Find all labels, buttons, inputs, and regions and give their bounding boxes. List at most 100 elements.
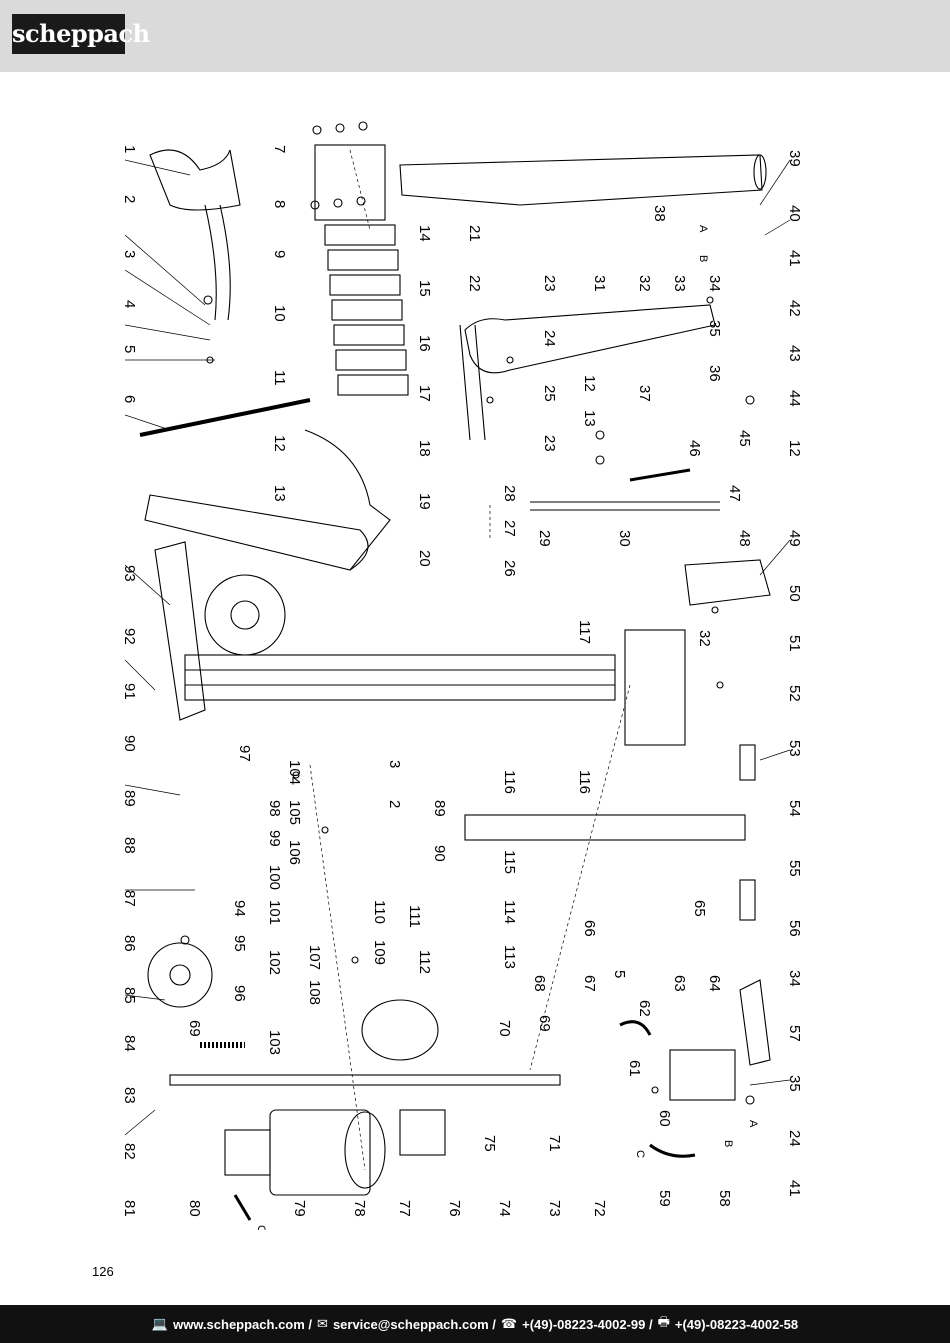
rod xyxy=(169,1074,561,1086)
main-beam xyxy=(184,654,616,701)
svg-text:109: 109 xyxy=(371,940,388,965)
svg-text:102: 102 xyxy=(266,950,283,975)
svg-text:76: 76 xyxy=(446,1200,463,1217)
svg-text:19: 19 xyxy=(416,493,433,510)
wheel-upper xyxy=(204,574,286,656)
exploded-parts-diagram: 1 2 3 4 5 6 93 92 91 90 89 88 87 86 85 8… xyxy=(110,110,830,1233)
svg-text:8: 8 xyxy=(271,200,288,208)
svg-text:100: 100 xyxy=(266,865,283,890)
svg-text:B: B xyxy=(697,255,709,262)
svg-text:64: 64 xyxy=(706,975,723,992)
svg-text:41: 41 xyxy=(786,250,803,267)
svg-text:90: 90 xyxy=(431,845,448,862)
svg-text:65: 65 xyxy=(691,900,708,917)
svg-text:63: 63 xyxy=(671,975,688,992)
svg-text:A: A xyxy=(697,225,709,233)
svg-text:75: 75 xyxy=(481,1135,498,1152)
svg-text:2: 2 xyxy=(121,195,138,203)
svg-text:89: 89 xyxy=(121,790,138,807)
wedge-block xyxy=(314,144,386,221)
svg-text:18: 18 xyxy=(416,440,433,457)
svg-text:61: 61 xyxy=(626,1060,643,1077)
svg-text:39: 39 xyxy=(786,150,803,167)
svg-text:105: 105 xyxy=(286,800,303,825)
svg-text:84: 84 xyxy=(121,1035,138,1052)
svg-text:107: 107 xyxy=(306,945,323,970)
fax-icon: 🖶 xyxy=(657,1314,670,1329)
svg-text:41: 41 xyxy=(786,1180,803,1197)
svg-text:95: 95 xyxy=(231,935,248,952)
svg-text:11: 11 xyxy=(271,370,288,386)
svg-text:24: 24 xyxy=(786,1130,803,1147)
svg-text:7: 7 xyxy=(271,145,288,153)
svg-text:92: 92 xyxy=(121,628,138,645)
svg-text:91: 91 xyxy=(121,683,138,700)
svg-text:13: 13 xyxy=(271,485,288,502)
svg-text:B: B xyxy=(722,1140,734,1147)
svg-text:A: A xyxy=(747,1120,759,1128)
svg-text:31: 31 xyxy=(591,275,608,292)
svg-text:15: 15 xyxy=(416,280,433,297)
svg-text:112: 112 xyxy=(416,950,433,974)
svg-text:12: 12 xyxy=(786,440,803,457)
svg-text:78: 78 xyxy=(351,1200,368,1217)
svg-text:40: 40 xyxy=(786,205,803,222)
phone-icon: ☎ xyxy=(500,1316,518,1331)
page-header: scheppach xyxy=(0,0,950,72)
svg-text:33: 33 xyxy=(671,275,688,292)
wheel-lower xyxy=(147,942,213,1008)
fax-number: +(49)-08223-4002-58 xyxy=(674,1316,799,1332)
control-lever xyxy=(464,304,716,374)
svg-text:38: 38 xyxy=(651,205,668,222)
svg-text:3: 3 xyxy=(121,250,138,258)
svg-text:70: 70 xyxy=(496,1020,513,1037)
svg-text:43: 43 xyxy=(786,345,803,362)
svg-text:88: 88 xyxy=(121,837,138,854)
svg-text:80: 80 xyxy=(186,1200,203,1217)
svg-text:9: 9 xyxy=(271,250,288,258)
svg-text:71: 71 xyxy=(546,1135,563,1152)
castor-wheel xyxy=(361,999,439,1061)
svg-text:34: 34 xyxy=(786,970,803,987)
svg-text:58: 58 xyxy=(716,1190,733,1207)
chain xyxy=(139,398,311,437)
svg-text:59: 59 xyxy=(656,1190,673,1207)
svg-text:56: 56 xyxy=(786,920,803,937)
page-number: 126 xyxy=(92,1264,114,1279)
svg-text:14: 14 xyxy=(416,225,433,242)
column-bracket xyxy=(144,494,369,571)
svg-text:1: 1 xyxy=(121,145,138,153)
website-link[interactable]: www.scheppach.com / xyxy=(173,1316,313,1332)
brand-logo: scheppach xyxy=(12,14,150,54)
svg-text:111: 111 xyxy=(406,905,423,928)
svg-text:54: 54 xyxy=(786,800,803,817)
valve-block xyxy=(669,1049,736,1101)
svg-text:32: 32 xyxy=(636,275,653,292)
svg-text:24: 24 xyxy=(541,330,558,347)
svg-text:4: 4 xyxy=(121,300,138,308)
svg-text:32: 32 xyxy=(696,630,713,647)
svg-text:23: 23 xyxy=(541,435,558,452)
svg-text:20: 20 xyxy=(416,550,433,567)
email-link[interactable]: service@scheppach.com / xyxy=(332,1316,496,1332)
svg-text:34: 34 xyxy=(706,275,723,292)
svg-text:30: 30 xyxy=(616,530,633,547)
svg-text:89: 89 xyxy=(431,800,448,817)
svg-text:28: 28 xyxy=(501,485,518,502)
switch-box xyxy=(399,1109,446,1156)
svg-text:116: 116 xyxy=(501,770,518,794)
svg-text:35: 35 xyxy=(786,1075,803,1092)
svg-text:42: 42 xyxy=(786,300,803,317)
svg-text:22: 22 xyxy=(466,275,483,292)
svg-text:48: 48 xyxy=(736,530,753,547)
svg-text:21: 21 xyxy=(466,225,483,242)
svg-text:46: 46 xyxy=(686,440,703,457)
svg-text:108: 108 xyxy=(306,980,323,1005)
svg-text:99: 99 xyxy=(266,830,283,847)
svg-text:45: 45 xyxy=(736,430,753,447)
svg-text:C: C xyxy=(634,1150,646,1158)
svg-text:73: 73 xyxy=(546,1200,563,1217)
svg-text:2: 2 xyxy=(386,800,403,808)
svg-text:68: 68 xyxy=(531,975,548,992)
svg-text:94: 94 xyxy=(231,900,248,917)
